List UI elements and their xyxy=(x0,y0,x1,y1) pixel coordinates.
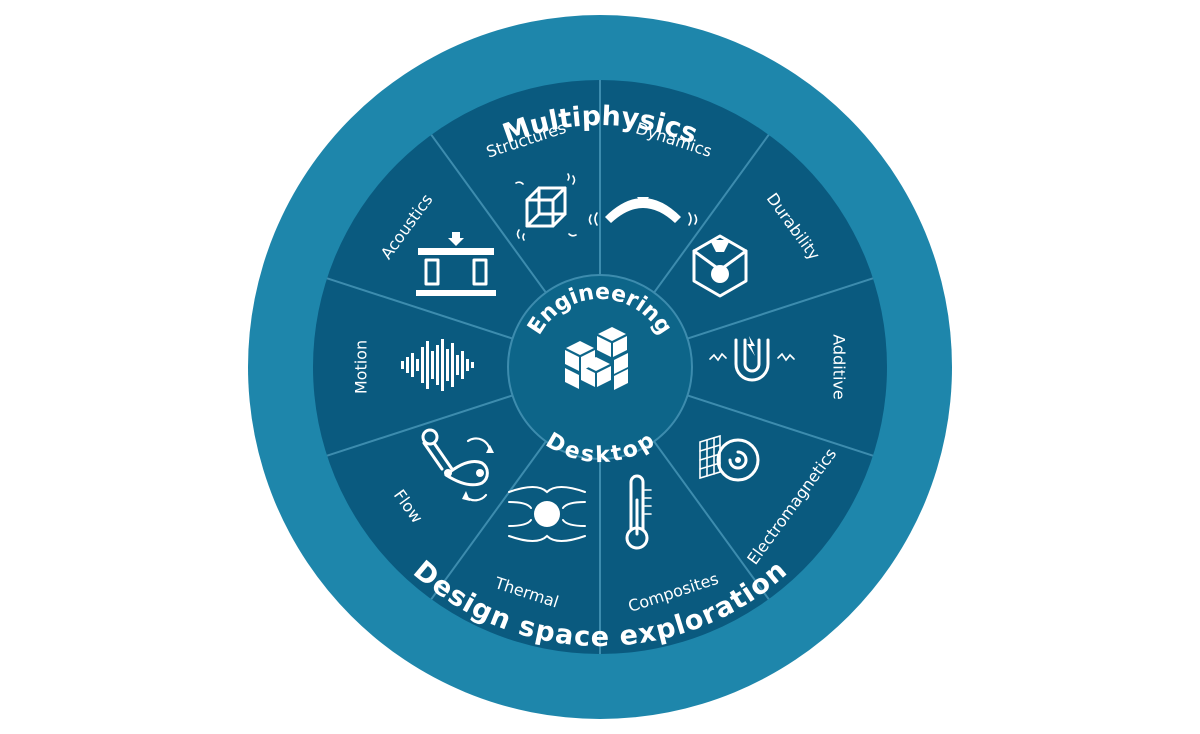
stacked-cubes-icon xyxy=(565,327,628,390)
print-nozzle-icon xyxy=(692,234,748,298)
bending-beam-icon xyxy=(588,197,698,226)
fiber-roll-icon xyxy=(699,434,760,482)
segment-divider xyxy=(430,134,547,294)
segment-divider xyxy=(687,394,874,457)
segment-divider xyxy=(430,440,547,600)
segment-divider xyxy=(653,440,770,600)
segment-divider xyxy=(326,277,513,340)
wireframe-cube-icon xyxy=(515,173,577,241)
thermometer-icon xyxy=(625,474,652,550)
linkage-belt-icon xyxy=(421,428,494,502)
segment-label-additive: Additive xyxy=(830,334,849,399)
segment-divider xyxy=(326,394,513,457)
horseshoe-magnet-icon xyxy=(709,336,795,382)
segment-divider xyxy=(687,277,874,340)
segment-divider xyxy=(653,134,770,294)
loaded-beam-icon xyxy=(416,232,496,296)
flow-sphere-icon xyxy=(508,486,586,542)
sound-wave-icon xyxy=(401,339,474,391)
segment-label-motion: Motion xyxy=(352,340,371,394)
